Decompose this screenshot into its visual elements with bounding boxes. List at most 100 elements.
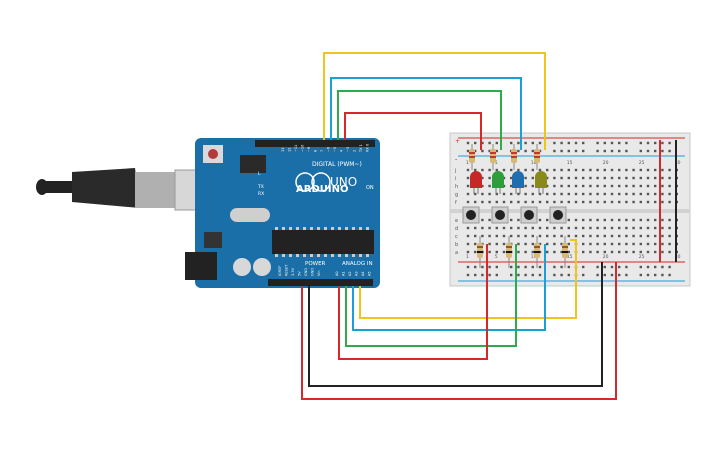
breadboard-hole[interactable] [502,234,506,238]
rail-hole[interactable] [646,273,650,277]
breadboard-hole[interactable] [546,184,549,188]
rail-hole[interactable] [488,265,491,269]
red-led[interactable] [470,171,482,188]
breadboard-hole[interactable] [495,192,498,196]
breadboard-hole[interactable] [596,250,599,254]
breadboard-hole[interactable] [668,192,671,196]
rail-hole[interactable] [567,149,570,153]
breadboard-hole[interactable] [582,242,585,246]
rail-hole[interactable] [596,273,599,277]
breadboard-hole[interactable] [466,184,470,188]
rail-hole[interactable] [596,265,599,269]
rail-hole[interactable] [474,141,477,145]
breadboard-hole[interactable] [481,218,484,222]
breadboard-hole[interactable] [481,168,484,172]
pushbuttons[interactable] [462,206,567,224]
breadboard-hole[interactable] [596,184,599,188]
breadboard-hole[interactable] [560,176,563,180]
breadboard-hole[interactable] [510,176,513,180]
rail-hole[interactable] [625,141,628,145]
breadboard-hole[interactable] [517,218,520,222]
breadboard-hole[interactable] [596,192,599,196]
breadboard-hole[interactable] [632,218,635,222]
breadboard-hole[interactable] [596,226,599,230]
rail-hole[interactable] [524,265,527,269]
rail-hole[interactable] [488,141,491,145]
breadboard-hole[interactable] [510,200,513,204]
breadboard-hole[interactable] [618,168,621,172]
breadboard-hole[interactable] [502,226,506,230]
rail-hole[interactable] [610,141,614,145]
rail-hole[interactable] [474,149,477,153]
breadboard-hole[interactable] [481,176,484,180]
breadboard-hole[interactable] [632,200,635,204]
rail-hole[interactable] [661,141,664,145]
rail-hole[interactable] [560,149,563,153]
breadboard-hole[interactable] [488,234,491,238]
breadboard-hole[interactable] [466,234,470,238]
rail-hole[interactable] [466,141,470,145]
breadboard-hole[interactable] [618,176,621,180]
rail-hole[interactable] [466,265,470,269]
breadboard-hole[interactable] [646,176,650,180]
breadboard-hole[interactable] [531,226,534,230]
breadboard-hole[interactable] [574,234,578,238]
breadboard-hole[interactable] [531,176,534,180]
breadboard-hole[interactable] [510,168,513,172]
rail-hole[interactable] [517,149,520,153]
breadboard-hole[interactable] [466,242,470,246]
rail-hole[interactable] [553,273,556,277]
breadboard-hole[interactable] [639,242,642,246]
breadboard-hole[interactable] [596,242,599,246]
arduino-board[interactable]: ARDUINO UNO ON DIGITAL (PWM~) POWER ANAL… [185,138,380,288]
rail-hole[interactable] [668,141,671,145]
breadboard-hole[interactable] [524,192,527,196]
breadboard-hole[interactable] [661,176,664,180]
rail-hole[interactable] [596,149,599,153]
breadboard-hole[interactable] [538,242,542,246]
rail-hole[interactable] [646,149,650,153]
breadboard-hole[interactable] [603,184,606,188]
breadboard-hole[interactable] [582,218,585,222]
breadboard-hole[interactable] [625,226,628,230]
rail-hole[interactable] [531,273,534,277]
breadboard-hole[interactable] [610,184,614,188]
breadboard-hole[interactable] [596,200,599,204]
breadboard-hole[interactable] [524,168,527,172]
breadboard-hole[interactable] [553,168,556,172]
breadboard-hole[interactable] [646,192,650,196]
breadboard-hole[interactable] [661,250,664,254]
breadboard-hole[interactable] [625,168,628,172]
breadboard-hole[interactable] [517,234,520,238]
button-resistors[interactable] [477,236,568,268]
breadboard-hole[interactable] [661,168,664,172]
breadboard-hole[interactable] [560,184,563,188]
rail-hole[interactable] [524,141,527,145]
breadboard-hole[interactable] [488,218,491,222]
breadboard-hole[interactable] [517,250,520,254]
breadboard-hole[interactable] [582,200,585,204]
rail-hole[interactable] [553,149,556,153]
breadboard-hole[interactable] [603,168,606,172]
breadboard-hole[interactable] [639,218,642,222]
rail-hole[interactable] [481,141,484,145]
breadboard-hole[interactable] [618,184,621,188]
breadboard-hole[interactable] [546,250,549,254]
breadboard-hole[interactable] [567,226,570,230]
breadboard-hole[interactable] [632,242,635,246]
rail-hole[interactable] [603,149,606,153]
breadboard-hole[interactable] [538,200,542,204]
breadboard-hole[interactable] [610,218,614,222]
breadboard-hole[interactable] [524,226,527,230]
wire-red-bottom[interactable] [338,244,488,360]
breadboard-hole[interactable] [488,226,491,230]
breadboard-hole[interactable] [589,184,592,188]
breadboard-hole[interactable] [488,192,491,196]
breadboard-hole[interactable] [639,176,642,180]
rail-hole[interactable] [574,149,578,153]
breadboard-hole[interactable] [596,234,599,238]
breadboard-hole[interactable] [654,242,657,246]
rail-hole[interactable] [466,149,470,153]
rail-hole[interactable] [654,273,657,277]
usb-cable[interactable] [36,168,206,211]
